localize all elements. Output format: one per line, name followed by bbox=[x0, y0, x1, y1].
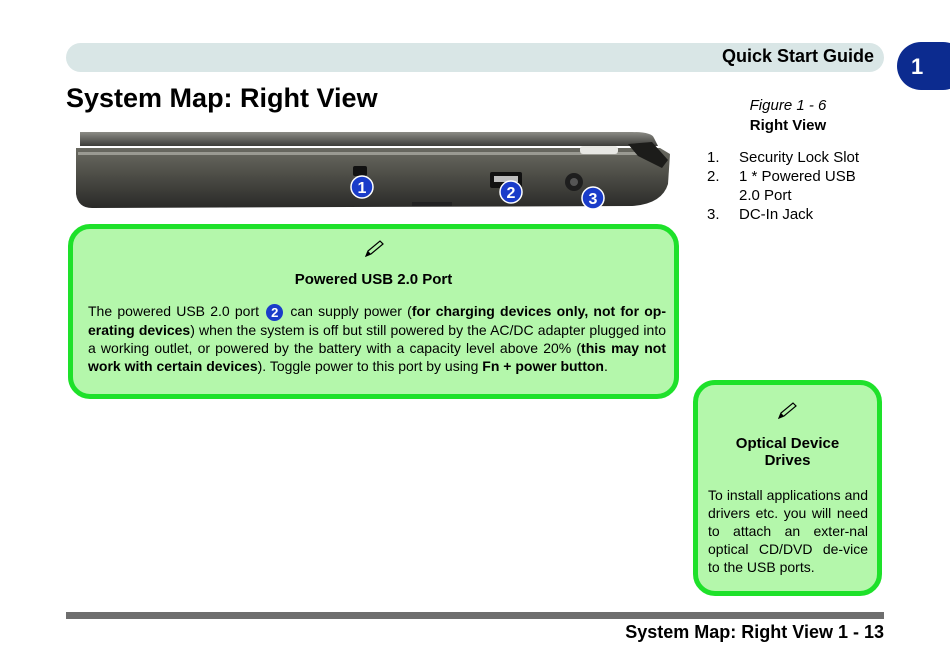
figure-label: Figure 1 - 6 bbox=[749, 97, 827, 114]
legend-item: 2.1 * Powered USB 2.0 Port bbox=[707, 168, 856, 204]
page-title: System Map: Right View bbox=[66, 83, 378, 113]
figure-legend: 1.Security Lock Slot 2.1 * Powered USB 2… bbox=[707, 148, 877, 224]
legend-item: 1.Security Lock Slot bbox=[707, 149, 860, 166]
svg-text:3: 3 bbox=[589, 191, 598, 208]
note-powered-usb: Powered USB 2.0 Port The powered USB 2.0… bbox=[68, 224, 679, 399]
note-body: To install applications and drivers etc.… bbox=[708, 487, 868, 575]
laptop-right-view-image: 1 2 3 bbox=[76, 132, 670, 210]
header-title: Quick Start Guide bbox=[721, 46, 874, 66]
footer-rule bbox=[66, 612, 884, 619]
note-title: Powered USB 2.0 Port bbox=[294, 271, 453, 288]
callout-3: 3 bbox=[581, 186, 605, 210]
legend-item: 3.DC-In Jack bbox=[707, 206, 814, 223]
callout-2: 2 bbox=[499, 180, 523, 204]
chapter-number: 1 bbox=[911, 54, 924, 79]
pencil-icon bbox=[777, 402, 797, 420]
header-bar: Quick Start Guide bbox=[66, 43, 884, 72]
svg-text:2: 2 bbox=[507, 185, 516, 202]
note-body: The powered USB 2.0 port 2 can supply po… bbox=[88, 303, 667, 374]
chapter-tab: 1 bbox=[897, 42, 950, 90]
svg-text:1: 1 bbox=[358, 180, 367, 197]
figure-title: Right View bbox=[749, 117, 827, 134]
pencil-icon bbox=[364, 240, 384, 258]
callout-badge: 2 bbox=[266, 303, 284, 321]
footer-page-label: System Map: Right View 1 - 13 bbox=[625, 622, 884, 642]
callout-1: 1 bbox=[350, 175, 374, 199]
note-title: Optical Device Drives bbox=[735, 435, 840, 469]
note-optical-drives: Optical Device Drives To install applica… bbox=[693, 380, 882, 596]
